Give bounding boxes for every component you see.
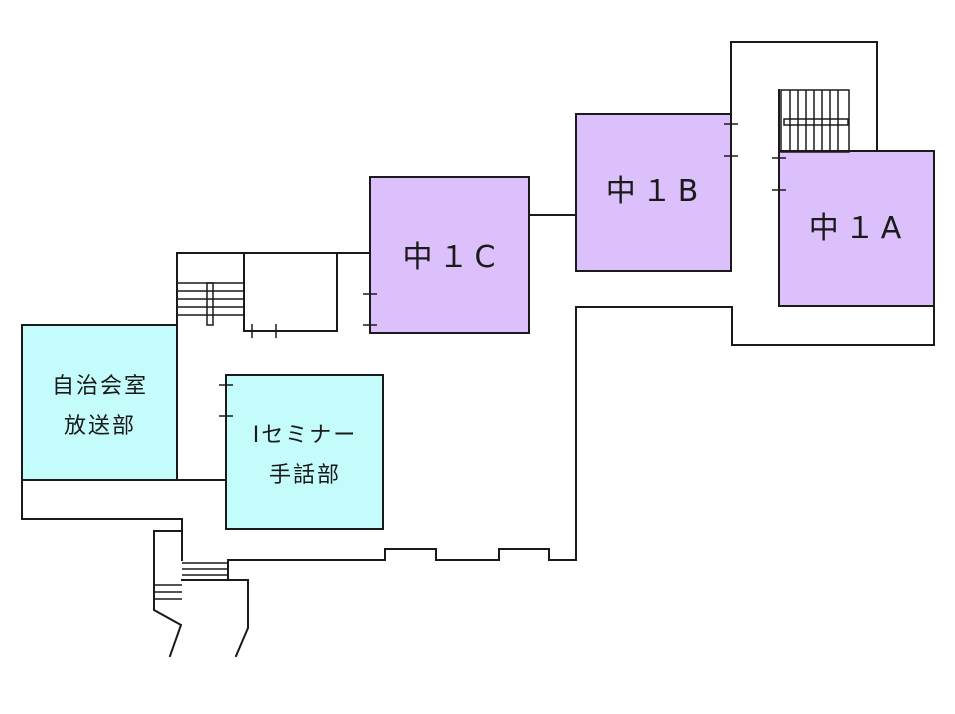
room-1b-label: 中１B	[606, 174, 705, 209]
stairs-bottom-left	[154, 562, 228, 600]
stairs-top-right	[780, 89, 850, 153]
seminar-label-line1: Iセミナー	[253, 423, 358, 448]
walls	[21, 41, 935, 658]
room-1c-label: 中１C	[403, 240, 502, 275]
room-1a[interactable]	[778, 150, 935, 307]
jichikai-label-line2: 放送部	[64, 414, 136, 439]
room-1c[interactable]	[369, 176, 530, 334]
room-1b[interactable]	[575, 113, 732, 272]
jichikai-label-line1: 自治会室	[52, 374, 148, 399]
room-1a-label: 中１A	[809, 211, 908, 246]
seminar-label-line2: 手話部	[269, 463, 341, 488]
door-marks	[219, 123, 786, 417]
room-jichikai[interactable]	[21, 324, 178, 481]
stairs-upper-left	[177, 282, 244, 326]
room-seminar[interactable]	[225, 374, 384, 530]
